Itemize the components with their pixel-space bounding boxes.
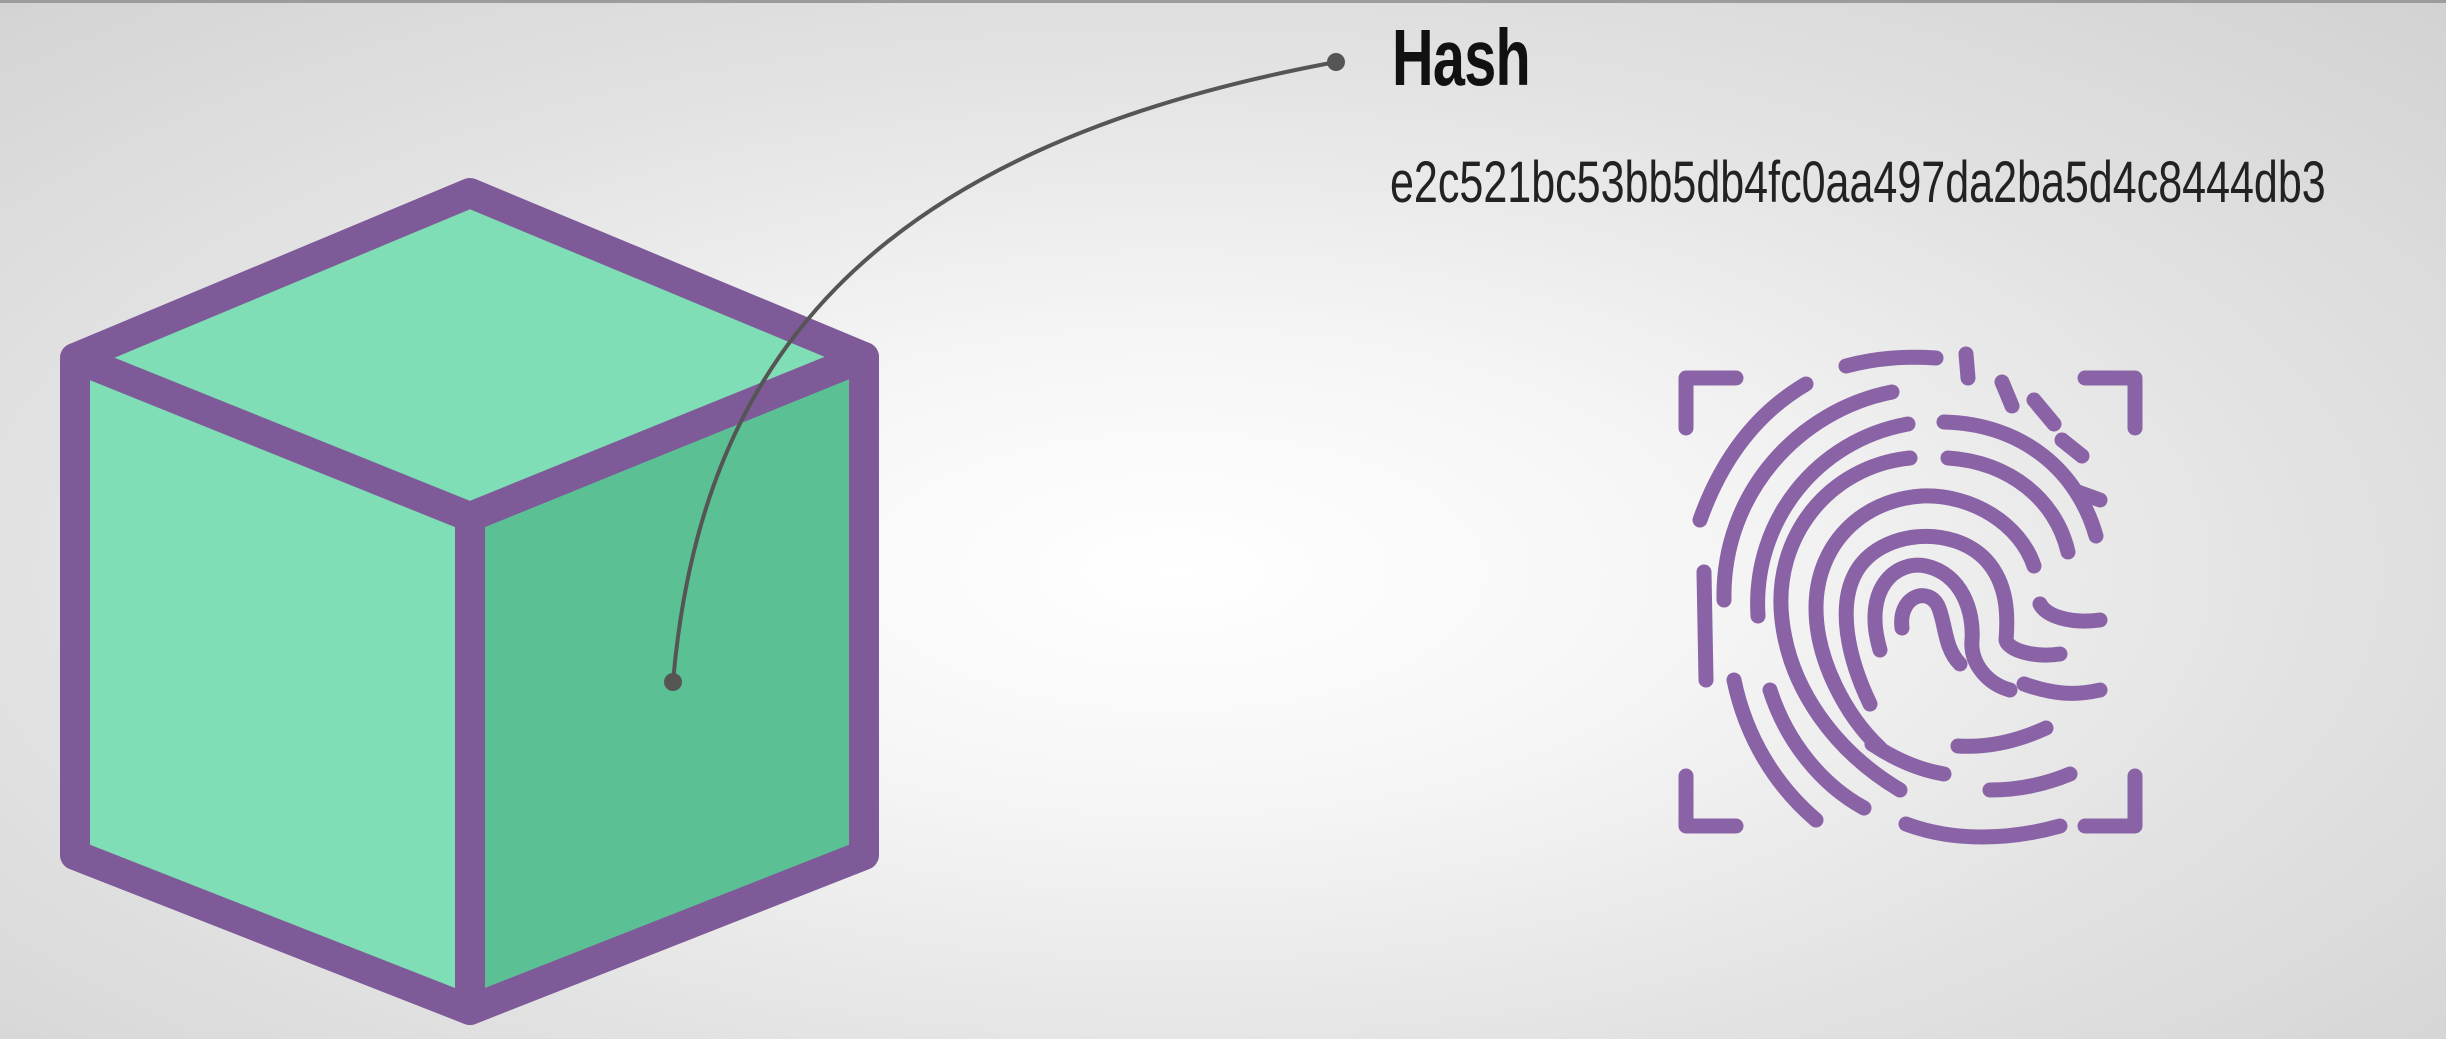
fingerprint-ridges <box>1692 346 2108 845</box>
cube-block-icon <box>60 178 879 1025</box>
hash-value: e2c521bc53bb5db4fc0aa497da2ba5d4c8444db3 <box>1390 150 2326 215</box>
scan-corner-bottom-right <box>2077 768 2143 834</box>
cube-inner-edges <box>60 342 879 1025</box>
scan-corner-top-left <box>1678 370 1744 436</box>
callout-connector <box>664 53 1345 691</box>
scan-corner-bottom-left <box>1678 768 1744 834</box>
connector-end-dot <box>1327 53 1345 71</box>
cube-left-face <box>75 358 470 1010</box>
top-border <box>0 0 2446 3</box>
connector-line <box>671 60 1337 683</box>
fingerprint-icon <box>1678 346 2143 845</box>
hash-title: Hash <box>1392 13 1531 102</box>
connector-start-dot <box>664 673 682 691</box>
scan-corner-top-right <box>2077 370 2143 436</box>
